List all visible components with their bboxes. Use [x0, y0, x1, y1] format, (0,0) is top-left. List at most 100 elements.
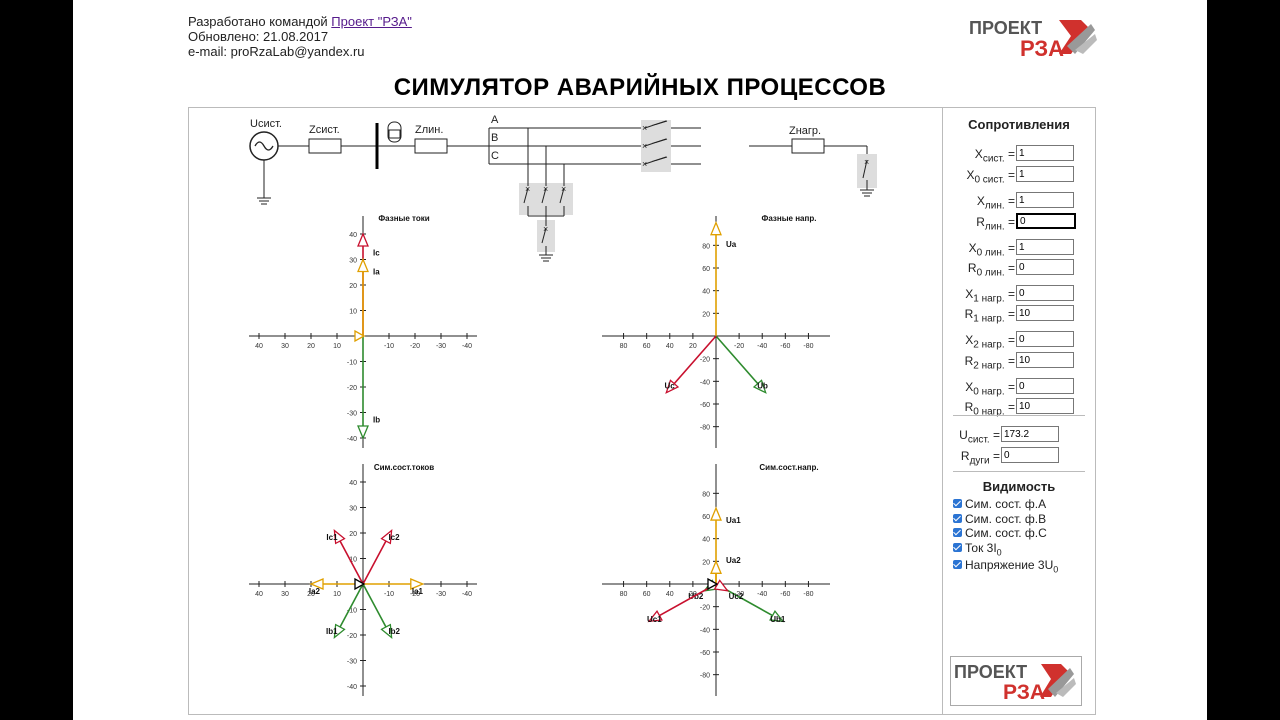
field-label-main: X	[974, 147, 983, 161]
logo-top[interactable]: ПРОЕКТ РЗА	[963, 14, 1103, 60]
field-row-2: Xлин. =	[943, 192, 1095, 212]
diagram-title: Фазные токи	[378, 214, 429, 223]
field-label-main: R	[967, 261, 977, 275]
right-margin	[1207, 0, 1280, 720]
field-label-main: R	[964, 400, 974, 414]
field-input[interactable]	[1016, 398, 1074, 414]
field-input[interactable]	[1016, 166, 1074, 182]
field-input[interactable]	[1016, 352, 1074, 368]
y-tick-label: -80	[700, 425, 710, 432]
x-tick-label: 20	[689, 343, 697, 350]
visibility-option-2[interactable]: Сим. сост. ф.С	[953, 526, 1047, 540]
z-load-label: Zнагр.	[789, 125, 821, 137]
y-tick-label: 40	[702, 537, 710, 544]
x-tick-label: 30	[281, 343, 289, 350]
visibility-label: Сим. сост. ф.С	[965, 526, 1047, 540]
x-tick-label: -80	[803, 591, 813, 598]
vector-line-uc1	[659, 583, 717, 617]
field-label-sub: 0 нагр.	[973, 386, 1005, 398]
logo-text-line1: ПРОЕКТ	[969, 18, 1042, 38]
vector-label-ic: Ic	[373, 249, 380, 258]
u-system-row: Uсист. =	[943, 426, 1095, 446]
u-system-input[interactable]	[1001, 426, 1059, 442]
vector-line-ib2	[362, 583, 387, 628]
vector-label-uc1: Uc1	[647, 615, 662, 624]
field-input[interactable]	[1016, 331, 1074, 347]
logo-bottom[interactable]: ПРОЕКТ РЗА	[950, 656, 1082, 706]
r-arc-label-main: R	[960, 449, 970, 463]
field-label: Xлин. =	[976, 194, 1015, 212]
visibility-option-1[interactable]: Сим. сост. ф.В	[953, 512, 1046, 526]
field-label-main: X	[976, 194, 985, 208]
field-row-6: X1 нагр. =	[943, 285, 1095, 305]
field-row-8: X2 нагр. =	[943, 331, 1095, 351]
x-tick-label: -20	[410, 343, 420, 350]
svg-text:×: ×	[642, 159, 647, 169]
y-tick-label: 20	[702, 311, 710, 318]
fault-switches[interactable]: ××× ×	[519, 128, 573, 262]
r-arc-input[interactable]	[1001, 447, 1059, 463]
vector-arrow-ic1	[333, 528, 346, 545]
field-row-3: Rлин. =	[943, 213, 1095, 233]
vector-arrow-ic	[357, 232, 369, 247]
y-tick-label: -20	[347, 633, 357, 640]
vector-line-ic2	[362, 540, 387, 585]
field-input[interactable]	[1016, 213, 1076, 229]
field-label: Xсист. =	[974, 147, 1015, 165]
x-tick-label: 60	[643, 591, 651, 598]
x-tick-label: 60	[643, 343, 651, 350]
y-tick-label: 20	[349, 283, 357, 290]
settings-panel: Сопротивления Xсист. =X0 сист. =Xлин. =R…	[942, 107, 1096, 715]
checkbox[interactable]	[953, 514, 962, 524]
field-input[interactable]	[1016, 285, 1074, 301]
checkbox[interactable]	[953, 543, 962, 553]
field-input[interactable]	[1016, 239, 1074, 255]
field-label: X0 нагр. =	[965, 380, 1015, 398]
y-tick-label: 30	[349, 506, 357, 513]
x-tick-label: -60	[780, 591, 790, 598]
source-icon[interactable]	[249, 131, 279, 161]
z-line-icon[interactable]	[414, 138, 448, 154]
y-tick-label: 10	[349, 557, 357, 564]
x-tick-label: 40	[666, 343, 674, 350]
vector-arrow-ub1	[769, 610, 785, 623]
field-row-5: R0 лин. =	[943, 259, 1095, 279]
field-label: R0 лин. =	[967, 261, 1015, 279]
field-label-sub: сист.	[982, 153, 1005, 165]
visibility-option-4[interactable]: Напряжение 3U0	[953, 558, 1058, 574]
x-tick-label: 30	[281, 591, 289, 598]
field-input[interactable]	[1016, 145, 1074, 161]
field-row-11: R0 нагр. =	[943, 398, 1095, 418]
y-tick-label: -80	[700, 673, 710, 680]
breaker-icon[interactable]	[387, 121, 402, 143]
vector-label-ic2: Ic2	[388, 533, 400, 542]
field-row-1: X0 сист. =	[943, 166, 1095, 186]
field-input[interactable]	[1016, 305, 1074, 321]
z-load-icon[interactable]	[791, 138, 825, 154]
visibility-option-0[interactable]: Сим. сост. ф.А	[953, 497, 1046, 511]
visibility-option-3[interactable]: Ток 3I0	[953, 541, 1002, 557]
vector-label-uc2: Uc2	[729, 592, 744, 601]
field-input[interactable]	[1016, 192, 1074, 208]
developed-by: Разработано командой Проект "РЗА"	[188, 14, 412, 29]
checkbox[interactable]	[953, 528, 962, 538]
svg-text:×: ×	[543, 184, 548, 194]
vector-arrow-ia	[357, 257, 369, 273]
logo-bottom-line1: ПРОЕКТ	[954, 662, 1027, 682]
z-system-icon[interactable]	[308, 138, 342, 154]
checkbox[interactable]	[953, 499, 962, 509]
line-breakers[interactable]: ×××	[641, 120, 671, 172]
load-ground-switch[interactable]: ×	[857, 154, 877, 197]
y-tick-label: -10	[347, 608, 357, 615]
page: Разработано командой Проект "РЗА" Обновл…	[73, 0, 1207, 720]
project-link[interactable]: Проект "РЗА"	[331, 14, 412, 29]
field-label-main: R	[964, 307, 974, 321]
field-label-sub: 0 нагр.	[973, 406, 1005, 418]
field-input[interactable]	[1016, 378, 1074, 394]
checkbox[interactable]	[953, 560, 962, 570]
field-input[interactable]	[1016, 259, 1074, 275]
x-tick-label: 40	[255, 343, 263, 350]
field-label: X2 нагр. =	[965, 333, 1015, 351]
field-label: R0 нагр. =	[964, 400, 1015, 418]
